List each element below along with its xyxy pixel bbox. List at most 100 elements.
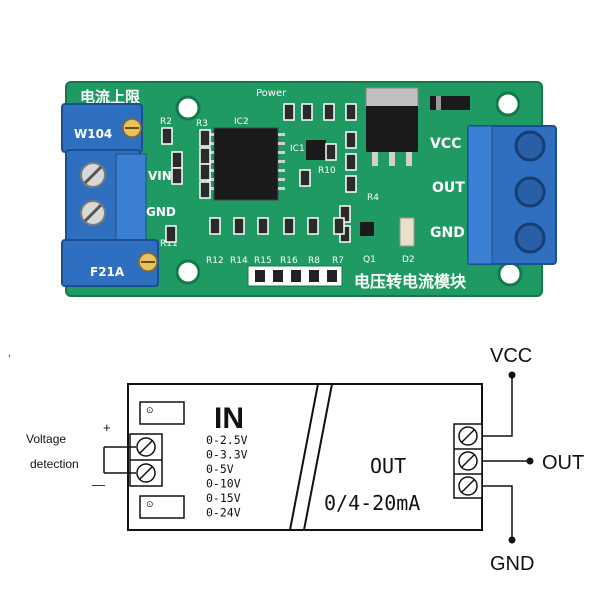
input-range-5: 0-24V xyxy=(206,506,241,520)
regulator-body xyxy=(366,106,418,152)
smd-component-19 xyxy=(233,217,245,235)
smd-components xyxy=(161,103,357,243)
smd-component-14 xyxy=(345,153,357,171)
ic2-label: IC2 xyxy=(234,117,249,127)
ic1-label: IC1 xyxy=(290,144,305,154)
smd-component-2 xyxy=(171,167,183,185)
r10-label: R10 xyxy=(318,166,336,176)
smd-component-1 xyxy=(171,151,183,169)
smd-component-20 xyxy=(257,217,269,235)
wiring-diagram: , ⊙ ⊙ + — Voltage detection IN 0-2.5V0-3 xyxy=(8,345,584,575)
power-label: Power xyxy=(256,88,287,99)
r11-label: R11 xyxy=(160,239,178,249)
smd-component-23 xyxy=(333,217,345,235)
voltage-label-line2: detection xyxy=(30,457,79,471)
input-range-0: 0-2.5V xyxy=(206,433,248,447)
gnd-left-label: GND xyxy=(146,205,176,219)
r2-label: R2 xyxy=(160,117,172,127)
out-range: 0/4-20mA xyxy=(324,491,420,515)
smd-component-16 xyxy=(339,205,351,223)
d2-label: D2 xyxy=(402,255,415,265)
potentiometer-top[interactable]: W104 xyxy=(61,103,143,153)
r14-label: R14 xyxy=(230,256,248,266)
q1-label: Q1 xyxy=(363,255,376,265)
input-terminal-symbol xyxy=(129,433,163,487)
mounting-hole-bottom-right xyxy=(497,261,523,287)
stray-dot: , xyxy=(8,348,11,359)
gnd-dot xyxy=(508,536,516,544)
minus-sign: — xyxy=(92,477,105,492)
r4-label: R4 xyxy=(367,193,379,203)
r15-label: R15 xyxy=(254,256,272,266)
smd-component-22 xyxy=(307,217,319,235)
smd-component-6 xyxy=(199,181,211,199)
r16-label: R16 xyxy=(280,256,298,266)
input-range-3: 0-10V xyxy=(206,477,241,491)
smd-component-18 xyxy=(209,217,221,235)
r8-label: R8 xyxy=(308,256,320,266)
gnd-wire xyxy=(482,485,513,540)
out-dot xyxy=(526,457,534,465)
out-terminal-label: OUT xyxy=(542,452,584,474)
smd-component-11 xyxy=(299,169,311,187)
smd-component-0 xyxy=(161,127,173,145)
in-title: IN xyxy=(214,402,244,435)
output-screw-vcc-icon[interactable] xyxy=(514,130,546,162)
regulator-tab xyxy=(365,87,419,109)
smd-component-10 xyxy=(345,103,357,121)
smd-component-4 xyxy=(199,147,211,165)
smd-component-15 xyxy=(345,175,357,193)
smd-component-3 xyxy=(199,129,211,147)
input-range-4: 0-15V xyxy=(206,491,241,505)
voltage-label-line1: Voltage xyxy=(26,432,66,446)
pot-symbol-top xyxy=(139,401,185,425)
board-title-bottom: 电压转电流模块 xyxy=(354,272,467,291)
r7-label: R7 xyxy=(332,256,344,266)
diode-top-band xyxy=(436,96,441,110)
r12-label: R12 xyxy=(206,256,224,266)
input-terminal-block xyxy=(65,149,147,245)
mounting-hole-bottom-left xyxy=(175,259,201,285)
break-line-1 xyxy=(289,383,319,531)
smd-component-24 xyxy=(165,225,177,243)
output-terminal-block xyxy=(467,125,557,265)
output-screw-gnd-icon[interactable] xyxy=(514,222,546,254)
mounting-hole-top-right xyxy=(495,91,521,117)
smd-component-9 xyxy=(323,103,335,121)
smd-component-13 xyxy=(345,131,357,149)
pot-top-label: W104 xyxy=(74,127,112,141)
mounting-hole-top-left xyxy=(175,95,201,121)
input-range-1: 0-3.3V xyxy=(206,448,248,462)
smd-component-8 xyxy=(301,103,313,121)
pcb-module: 电流上限 电压转电流模块 Power VIN+ GND VCC OUT GND … xyxy=(61,81,557,297)
regulator-pins xyxy=(372,152,412,166)
transistor-q1 xyxy=(360,222,374,236)
out-title: OUT xyxy=(370,454,406,478)
smd-component-5 xyxy=(199,163,211,181)
potentiometer-bottom[interactable]: F21A xyxy=(61,239,159,287)
break-line-2 xyxy=(303,383,333,531)
smd-component-21 xyxy=(283,217,295,235)
out-label: OUT xyxy=(432,180,465,196)
output-terminal-symbol xyxy=(453,423,483,499)
ic2-chip xyxy=(213,127,279,201)
board-title-top: 电流上限 xyxy=(80,88,140,106)
ic1-chip xyxy=(306,140,326,160)
output-screw-out-icon[interactable] xyxy=(514,176,546,208)
vcc-label: VCC xyxy=(430,136,461,152)
pot-bottom-label: F21A xyxy=(90,265,125,279)
plus-sign: + xyxy=(103,420,111,435)
smd-component-7 xyxy=(283,103,295,121)
vcc-wire xyxy=(482,375,513,437)
input-range-2: 0-5V xyxy=(206,462,234,476)
r3-label: R3 xyxy=(196,119,208,129)
smd-component-12 xyxy=(325,143,337,161)
pin-header-pins xyxy=(255,270,337,282)
vcc-dot xyxy=(508,371,516,379)
gnd-terminal-label: GND xyxy=(490,553,534,575)
gnd-right-label: GND xyxy=(430,225,465,241)
pot-symbol-bottom xyxy=(139,495,185,519)
diode-d2 xyxy=(399,217,415,247)
